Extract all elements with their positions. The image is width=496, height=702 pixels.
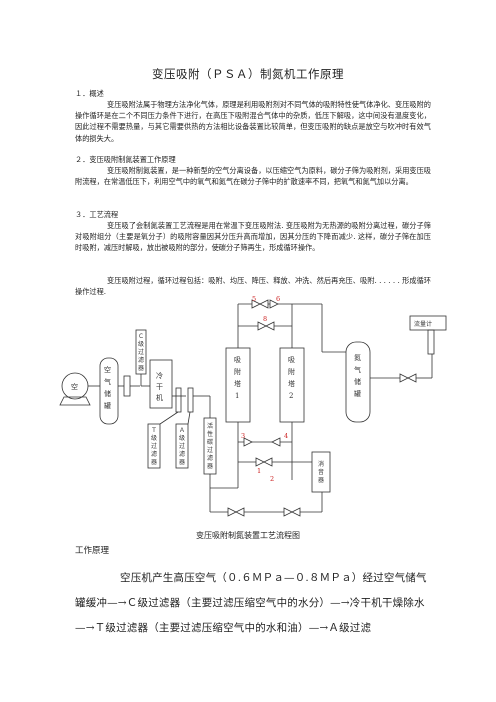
work-principle-heading: 工作原理 (75, 546, 110, 556)
adsorption-tower-1: 吸 附 塔 1 (225, 347, 251, 423)
muffler: 消 音 器 (311, 451, 331, 493)
page-title: 变压吸附（ＰＳＡ）制氮机工作原理 (152, 67, 344, 81)
t-filter-housing (175, 387, 182, 413)
air-tank-char-1: 空 (104, 365, 111, 374)
air-compressor: 空 (59, 372, 91, 406)
bottom-valve-1 (227, 507, 245, 517)
a-filter: Ａ 级 过 滤 器 (175, 411, 191, 469)
valve-2: 2 (263, 457, 274, 483)
valve-1: 1 (255, 457, 265, 475)
dryer-char-2: 干 (156, 383, 163, 391)
valve-4-label: 4 (284, 432, 288, 440)
t-filter-label: Ｔ 级 过 滤 器 (151, 427, 159, 466)
muffler-char-1: 消 (318, 460, 324, 468)
a-filter-char-4: 滤 (179, 450, 185, 458)
c-filter-label: Ｃ 级 过 滤 器 (138, 333, 146, 372)
section-3-heading: ３．工艺流程 (75, 210, 119, 219)
tower-1-label: 吸 附 塔 1 (234, 356, 243, 400)
c-filter-char-5: 器 (138, 365, 144, 372)
n2-tank-char-4: 罐 (354, 389, 361, 398)
dryer-char-3: 机 (156, 393, 163, 402)
cold-dryer: 冷 干 机 (149, 359, 173, 409)
valve-8-label: 8 (263, 315, 267, 323)
tower-2-label: 吸 附 塔 2 (288, 356, 297, 400)
dryer-label: 冷 干 机 (156, 371, 165, 402)
valve-1-label: 1 (257, 467, 261, 475)
diagram-caption: 变压吸附制氮装置工艺流程图 (196, 531, 300, 540)
carbon-filter-char-2: 性 (207, 430, 213, 438)
valve-8: 8 (257, 315, 275, 331)
n2-tank-char-1: 氮 (354, 353, 361, 362)
section-2-paragraph: 变压吸附制氮装置，是一种新型的空气分离设备，以压缩空气为原料，碳分子筛为吸附剂，… (75, 166, 431, 187)
section-3-paragraph-2: 变压吸附过程，循环过程包括：吸附、均压、降压、释放、冲洗、然后再充压、吸附. .… (75, 276, 431, 297)
dryer-char-1: 冷 (156, 371, 163, 380)
compressor-label: 空 (71, 382, 78, 391)
air-tank-label: 空 气 储 罐 (104, 365, 113, 410)
tower-2-char-1: 吸 (288, 356, 295, 364)
flowmeter-label: 流量计 (414, 320, 432, 328)
muffler-char-2: 音 (318, 468, 324, 476)
process-flow-diagram: 空 空 气 储 罐 Ｃ 级 过 滤 器 (59, 295, 447, 517)
a-filter-char-3: 过 (179, 442, 185, 450)
c-filter-char-2: 级 (138, 340, 144, 348)
a-filter-housing (187, 387, 194, 413)
nitrogen-storage-tank: 氮 气 储 罐 (345, 341, 371, 423)
tower-2-char-3: 塔 (288, 379, 295, 388)
a-filter-char-5: 器 (179, 459, 185, 466)
valve-4: 4 (271, 432, 288, 447)
flowmeter: 流量计 (409, 315, 447, 355)
tower-1-char-4: 1 (235, 392, 239, 400)
valve-5-label: 5 (252, 295, 256, 303)
valve-2-label: 2 (270, 475, 274, 483)
a-filter-char-1: Ａ (179, 427, 185, 434)
carbon-filter-char-3: 碳 (207, 438, 213, 446)
section-1-paragraph: 变压吸附法属于物理方法净化气体，原理是利用吸附剂对不同气体的吸附特性使气体净化、… (75, 100, 431, 143)
section-3-paragraph-1: 变压吸了会制氮装置工艺流程是用在常温下变压吸附法. 变压吸附为无热源的吸附分离过… (75, 221, 431, 253)
air-storage-tank: 空 气 储 罐 (99, 357, 119, 425)
air-tank-char-2: 气 (104, 377, 111, 386)
a-filter-char-2: 级 (179, 434, 185, 442)
carbon-filter-char-5: 滤 (207, 454, 213, 462)
valve-5: 5 (251, 295, 269, 309)
c-filter-char-1: Ｃ (138, 333, 144, 340)
carbon-filter-char-4: 过 (207, 446, 213, 454)
t-filter-char-2: 级 (151, 434, 157, 442)
carbon-filter-char-1: 活 (207, 422, 213, 430)
activated-carbon-filter: 活 性 碳 过 滤 器 (203, 395, 217, 488)
work-principle-paragraph: 空压机产生高压空气（０.６ＭＰａ—０.８ＭＰａ）经过空气储气罐缓冲—→Ｃ级过滤器… (75, 572, 427, 634)
tower-2-char-4: 2 (289, 392, 293, 400)
carbon-filter-label: 活 性 碳 过 滤 器 (207, 422, 215, 470)
n2-tank-char-3: 储 (354, 377, 361, 386)
adsorption-tower-2: 吸 附 塔 2 (279, 347, 305, 423)
air-tank-char-4: 罐 (104, 401, 111, 410)
tower-1-char-2: 附 (234, 367, 241, 376)
t-filter-char-4: 滤 (151, 450, 157, 458)
t-filter: Ｔ 级 过 滤 器 (147, 411, 179, 469)
c-filter-char-3: 过 (138, 348, 144, 356)
tower-2-char-2: 附 (288, 367, 295, 376)
n2-tank-label: 氮 气 储 罐 (354, 353, 363, 398)
valve-6-label: 6 (276, 295, 280, 303)
c-filter: Ｃ 级 过 滤 器 (123, 329, 147, 397)
c-filter-char-4: 滤 (138, 356, 144, 364)
t-filter-char-3: 过 (151, 442, 157, 450)
tower-1-char-3: 塔 (234, 379, 241, 388)
valve-3: 3 (241, 432, 253, 447)
n2-tank-char-2: 气 (354, 365, 361, 374)
t-filter-char-5: 器 (151, 459, 157, 466)
section-2-heading: ２．变压吸附制氮装置工作原理 (75, 155, 176, 164)
tower-1-char-1: 吸 (234, 356, 241, 364)
bottom-valve-2 (283, 507, 301, 517)
valve-3-label: 3 (241, 432, 245, 440)
air-tank-char-3: 储 (104, 389, 111, 398)
carbon-filter-char-6: 器 (207, 463, 213, 470)
t-filter-char-1: Ｔ (151, 427, 157, 434)
muffler-char-3: 器 (318, 477, 324, 484)
outlet-valve (399, 373, 417, 383)
valve-6: 6 (269, 295, 280, 309)
section-1-heading: １．概述 (75, 89, 104, 98)
muffler-label: 消 音 器 (318, 460, 326, 484)
a-filter-label: Ａ 级 过 滤 器 (179, 427, 187, 466)
